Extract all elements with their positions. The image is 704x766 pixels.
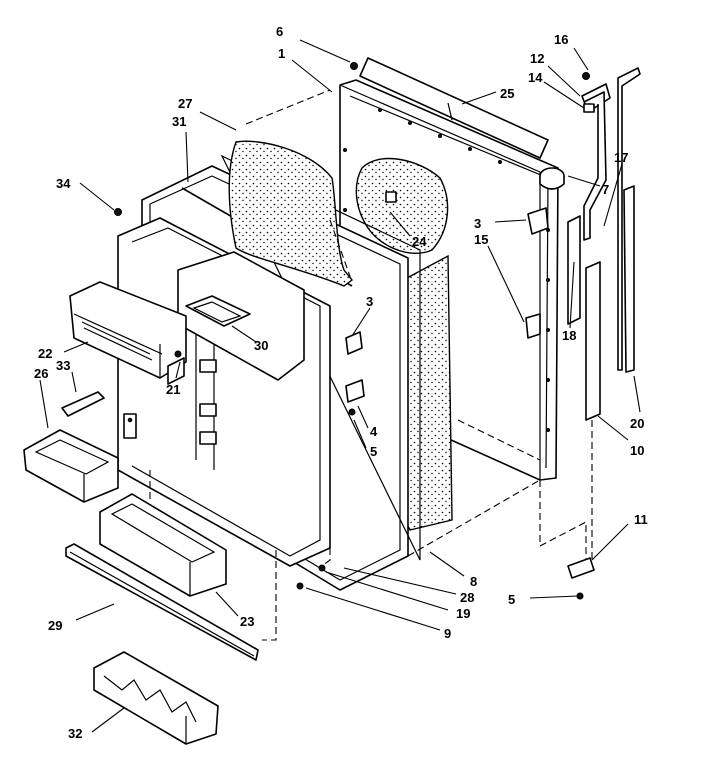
bin-rail-strip <box>65 543 259 661</box>
lower-hinge-bracket <box>345 331 365 403</box>
large-door-bin <box>99 493 227 597</box>
callout-18: 18 <box>562 328 576 343</box>
callout-14: 14 <box>528 70 543 85</box>
callout-30: 30 <box>254 338 268 353</box>
callout-19: 19 <box>456 606 470 621</box>
callout-27: 27 <box>178 96 192 111</box>
dairy-hinge-pin <box>167 350 185 385</box>
callout-5-upper: 5 <box>370 444 377 459</box>
callout-15: 15 <box>474 232 488 247</box>
callout-5-lower: 5 <box>508 592 515 607</box>
callout-3-lower: 3 <box>366 294 373 309</box>
callout-10: 10 <box>630 443 644 458</box>
callout-4: 4 <box>370 424 378 439</box>
callout-9: 9 <box>444 626 451 641</box>
callout-24: 24 <box>412 234 427 249</box>
callout-22: 22 <box>38 346 52 361</box>
dairy-door <box>69 281 187 379</box>
top-trim-strip <box>359 57 549 159</box>
callout-labels: 6 1 27 31 34 25 16 12 14 7 17 3 15 24 3 … <box>34 24 648 741</box>
callout-1: 1 <box>278 46 285 61</box>
gasket-strip-20 <box>623 185 635 373</box>
callout-28: 28 <box>460 590 474 605</box>
upper-hinge-bracket <box>527 207 549 235</box>
dairy-compartment <box>177 251 305 381</box>
callout-33: 33 <box>56 358 70 373</box>
rear-foam-insulation <box>228 140 353 287</box>
callout-32: 32 <box>68 726 82 741</box>
callout-6: 6 <box>276 24 283 39</box>
small-door-bin <box>23 429 119 503</box>
bottom-hinge <box>567 557 595 600</box>
callout-12: 12 <box>530 51 544 66</box>
callout-21: 21 <box>166 382 180 397</box>
callout-20: 20 <box>630 416 644 431</box>
egg-tray <box>93 651 219 745</box>
trim-strip-10 <box>585 261 601 421</box>
callout-29: 29 <box>48 618 62 633</box>
leader-lines <box>39 39 641 733</box>
screws <box>114 62 358 590</box>
callout-25: 25 <box>500 86 514 101</box>
hinge-cap <box>539 167 565 190</box>
callout-31: 31 <box>172 114 186 129</box>
callout-26: 26 <box>34 366 48 381</box>
callout-8: 8 <box>470 574 477 589</box>
dairy-door-vents <box>81 321 153 361</box>
top-hinge-assembly <box>581 72 611 113</box>
retainer-clip <box>61 391 105 417</box>
hinge-pin <box>525 313 541 339</box>
door-decal <box>355 157 449 255</box>
callout-23: 23 <box>240 614 254 629</box>
callout-11: 11 <box>634 512 648 527</box>
callout-3-upper: 3 <box>474 216 481 231</box>
side-trim-right <box>583 67 641 371</box>
callout-34: 34 <box>56 176 71 191</box>
callout-16: 16 <box>554 32 568 47</box>
callout-17: 17 <box>614 150 628 165</box>
callout-7: 7 <box>602 182 609 197</box>
